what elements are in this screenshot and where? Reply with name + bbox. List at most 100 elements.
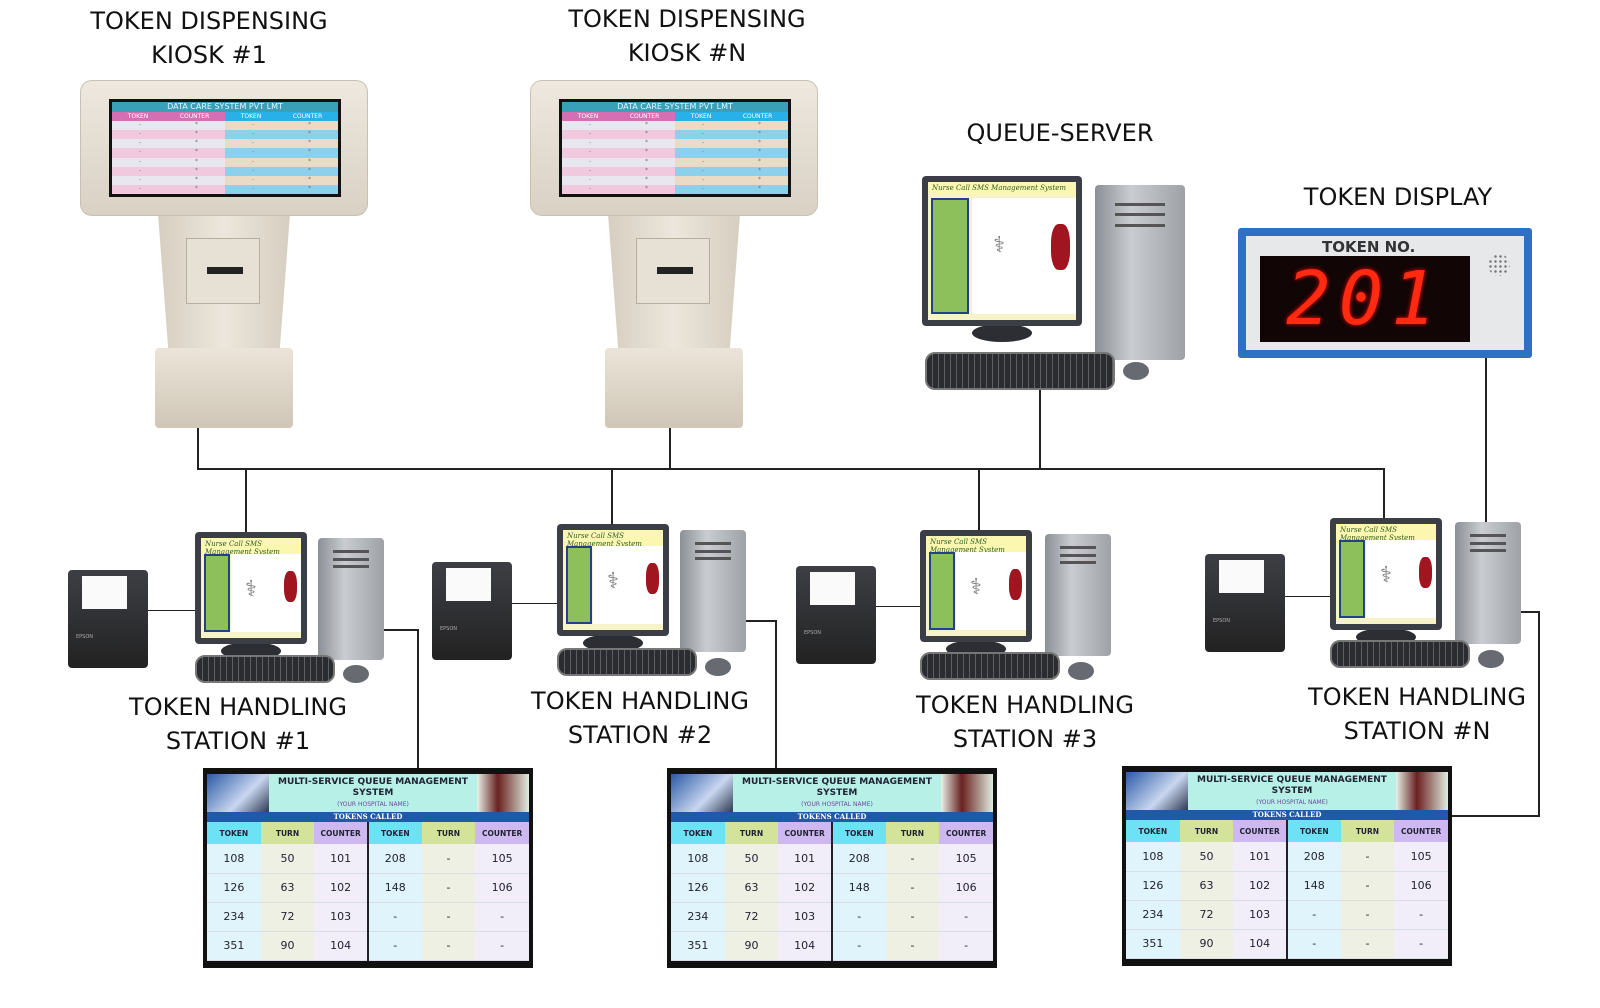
- display-link: [1485, 358, 1487, 526]
- table-cell: -: [885, 873, 940, 903]
- table-cell: 103: [778, 902, 833, 932]
- table-cell: 102: [314, 873, 369, 903]
- column-header: COUNTER: [475, 822, 529, 844]
- table-cell: 104: [778, 931, 833, 961]
- station-n-display-link: [1450, 815, 1540, 817]
- table-cell: -: [831, 931, 886, 961]
- station-1-display-link: [417, 629, 419, 769]
- table-cell: -: [421, 873, 476, 903]
- column-header: COUNTER: [1233, 820, 1288, 842]
- mouse: [1068, 662, 1094, 680]
- table-cell: 234: [207, 902, 261, 932]
- table-cell: -: [939, 902, 993, 932]
- station-2-display-link: [775, 620, 777, 768]
- keyboard: [1330, 640, 1470, 668]
- table-cell: 72: [724, 902, 779, 932]
- station-2-link: [611, 468, 613, 526]
- table-cell: 101: [778, 844, 833, 874]
- mouse: [1123, 362, 1149, 380]
- hospital-photo: [1396, 772, 1448, 810]
- hospital-photo: [671, 774, 733, 812]
- table-cell: -: [1340, 842, 1395, 872]
- pc-tower: [680, 530, 746, 652]
- token-display: TOKEN NO. 201: [1238, 228, 1532, 358]
- pc-tower: [1045, 534, 1111, 656]
- token-printer: EPSON: [796, 566, 876, 664]
- table-cell: -: [1340, 871, 1395, 901]
- table-cell: 90: [724, 931, 779, 961]
- monitor: Nurse Call SMS Management System ⚕: [1330, 518, 1442, 630]
- queue-display-screen: MULTI-SERVICE QUEUE MANAGEMENT SYSTEM(YO…: [667, 768, 997, 968]
- table-cell: 104: [1233, 929, 1288, 959]
- table-cell: 208: [831, 844, 886, 874]
- table-cell: 108: [1126, 842, 1180, 872]
- table-cell: 103: [1233, 900, 1288, 930]
- hospital-photo: [941, 774, 993, 812]
- apple-image: [1009, 569, 1022, 601]
- caduceus-icon: ⚕: [245, 577, 257, 603]
- table-cell: 103: [314, 902, 369, 932]
- queue-server-label: QUEUE-SERVER: [966, 119, 1154, 147]
- kiosk-1-link: [197, 428, 199, 470]
- hospital-photo: [1126, 772, 1188, 810]
- monitor-screen[interactable]: Nurse Call SMS Management System ⚕: [928, 182, 1076, 320]
- table-cell: 126: [207, 873, 261, 903]
- monitor: Nurse Call SMS Management System ⚕: [922, 176, 1082, 326]
- column-header: COUNTER: [314, 822, 369, 844]
- table-cell: 126: [671, 873, 725, 903]
- kiosk-base: [605, 348, 743, 428]
- hospital-photo: [207, 774, 269, 812]
- table-cell: -: [1394, 900, 1448, 930]
- column-header: TOKEN: [1126, 820, 1180, 842]
- table-cell: 106: [939, 873, 993, 903]
- section-title: TOKENS CALLED: [207, 812, 529, 822]
- monitor-screen[interactable]: Nurse Call SMS Management System ⚕: [1336, 524, 1436, 624]
- station-1-link: [245, 468, 247, 536]
- table-cell: 105: [1394, 842, 1448, 872]
- apple-image: [646, 563, 659, 595]
- station-n-display-link: [1538, 611, 1540, 817]
- table-cell: -: [885, 844, 940, 874]
- table-cell: 234: [671, 902, 725, 932]
- station-4-link: [1383, 468, 1385, 520]
- monitor-screen[interactable]: Nurse Call SMS Management System ⚕: [201, 538, 301, 638]
- section-title: TOKENS CALLED: [671, 812, 993, 822]
- printer-link: [510, 603, 558, 604]
- column-header: TURN: [724, 822, 779, 844]
- token-slot: [186, 238, 260, 304]
- table-cell: 50: [724, 844, 779, 874]
- station-2-display-link: [745, 620, 777, 622]
- speaker-icon: [1488, 254, 1510, 276]
- printed-token: [1219, 559, 1265, 594]
- monitor-screen[interactable]: Nurse Call SMS Management System ⚕: [926, 536, 1026, 636]
- pc-tower: [318, 538, 384, 660]
- table-cell: 50: [1179, 842, 1234, 872]
- caduceus-icon: ⚕: [993, 232, 1006, 258]
- column-header: TURN: [421, 822, 476, 844]
- table-cell: -: [421, 902, 476, 932]
- keyboard: [195, 655, 335, 683]
- table-cell: -: [421, 844, 476, 874]
- monitor: Nurse Call SMS Management System ⚕: [557, 524, 669, 636]
- table-cell: -: [939, 931, 993, 961]
- column-header: COUNTER: [939, 822, 993, 844]
- printer-link: [148, 610, 196, 611]
- table-cell: 234: [1126, 900, 1180, 930]
- table-cell: 148: [367, 873, 422, 903]
- app-sidebar: [1339, 540, 1365, 618]
- queue-display-screen: MULTI-SERVICE QUEUE MANAGEMENT SYSTEM(YO…: [1122, 766, 1452, 966]
- table-cell: -: [1340, 929, 1395, 959]
- app-sidebar: [931, 198, 970, 314]
- table-cell: 208: [367, 844, 422, 874]
- monitor-screen[interactable]: Nurse Call SMS Management System ⚕: [563, 530, 663, 630]
- server-link: [1039, 385, 1041, 470]
